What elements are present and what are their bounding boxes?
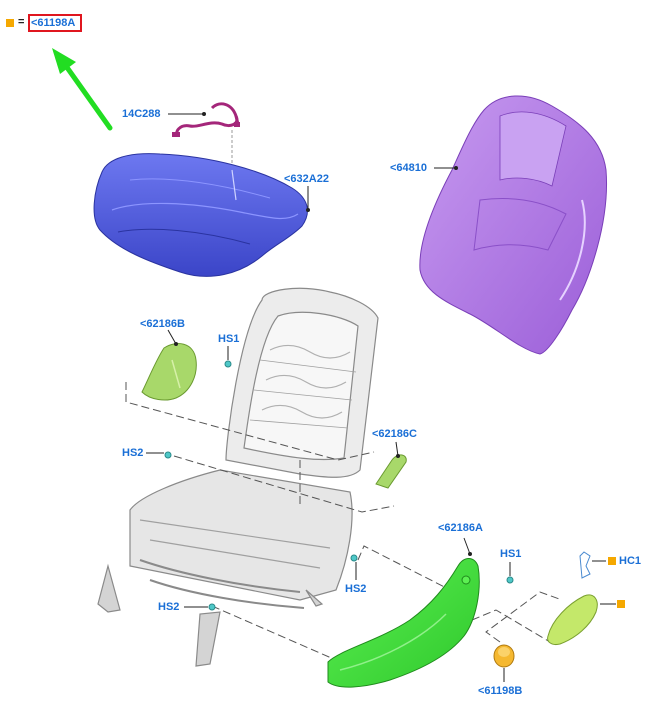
label-hs2-bottom[interactable]: HS2 — [158, 601, 180, 613]
label-62186A[interactable]: <62186A — [438, 522, 483, 534]
screw-hs2-bottom[interactable] — [184, 603, 216, 611]
leader-dot — [468, 552, 472, 556]
shield-62186B[interactable] — [141, 343, 197, 401]
legend-equals: = — [18, 16, 25, 28]
legend-part-61198A[interactable]: <61198A — [31, 17, 76, 29]
label-64810[interactable]: <64810 — [390, 162, 428, 174]
leader-62186C — [395, 441, 399, 457]
label-62186B[interactable]: <62186B — [140, 318, 185, 330]
screw-hs1-left[interactable] — [224, 346, 232, 368]
leader-62186A — [463, 537, 471, 555]
screw-hs1-right[interactable] — [506, 562, 514, 584]
projection-lines — [125, 382, 563, 661]
label-62186C[interactable]: <62186C — [372, 428, 417, 440]
label-632A22[interactable]: <632A22 — [284, 173, 329, 185]
screw-hs2-mid[interactable] — [350, 554, 358, 580]
green-pointer-arrow — [52, 48, 113, 131]
cover-right[interactable] — [547, 594, 625, 645]
seat-cushion[interactable] — [93, 153, 308, 277]
label-hs1-right[interactable]: HS1 — [500, 548, 522, 560]
label-hs2-left[interactable]: HS2 — [122, 447, 144, 459]
leader-dot — [202, 112, 206, 116]
legend-orange-marker — [6, 19, 14, 27]
shield-62186A[interactable] — [327, 558, 480, 688]
screw-hs2-left[interactable] — [146, 451, 172, 459]
leader-62186B — [167, 329, 177, 345]
seat-frame[interactable] — [97, 287, 379, 667]
legend-highlight-box — [28, 14, 82, 32]
label-hs1-left[interactable]: HS1 — [218, 333, 240, 345]
leader-dot — [454, 166, 458, 170]
label-61198B[interactable]: <61198B — [478, 685, 523, 697]
label-14C288[interactable]: 14C288 — [122, 108, 161, 120]
cap-61198B[interactable] — [493, 644, 515, 682]
clip-hc1[interactable] — [579, 551, 616, 579]
leader-dot — [396, 454, 400, 458]
leader-dot — [306, 208, 310, 212]
seat-back-pad[interactable] — [419, 95, 608, 355]
label-hc1[interactable]: HC1 — [619, 555, 642, 567]
label-hs2-mid[interactable]: HS2 — [345, 583, 367, 595]
legend-marker-right — [617, 600, 625, 608]
leader-dot — [174, 342, 178, 346]
bracket-62186C[interactable] — [375, 454, 407, 489]
